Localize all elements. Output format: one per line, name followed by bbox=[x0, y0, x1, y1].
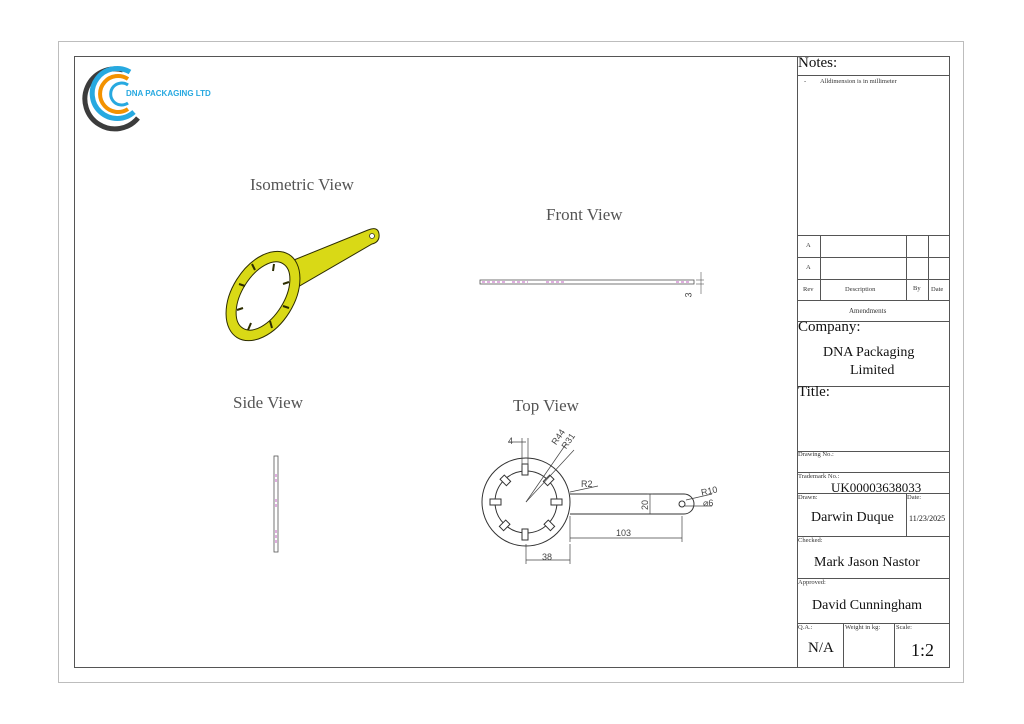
notes-bullet: - bbox=[804, 78, 807, 85]
title-label: Title: bbox=[798, 384, 830, 400]
divider bbox=[797, 321, 950, 322]
notes-item: Alldimension is in millimeter bbox=[820, 78, 897, 85]
trademark-label: Trademark No.: bbox=[798, 473, 840, 480]
dimension-handle-width: 20 bbox=[640, 499, 651, 511]
front-view bbox=[479, 272, 704, 294]
date-label: Date: bbox=[907, 494, 922, 501]
divider bbox=[797, 623, 950, 624]
checked-label: Checked: bbox=[798, 537, 823, 544]
drawn-by-value: Darwin Duque bbox=[811, 510, 894, 525]
checked-by-value: Mark Jason Nastor bbox=[814, 555, 920, 570]
rev-header: Rev bbox=[803, 286, 814, 293]
company-name-line2: Limited bbox=[850, 363, 895, 378]
amendments-label: Amendments bbox=[849, 307, 887, 315]
divider bbox=[820, 235, 821, 300]
drawing-border bbox=[74, 56, 950, 668]
dimension-center-offset: 38 bbox=[542, 552, 553, 562]
divider bbox=[797, 300, 950, 301]
qa-label: Q.A.: bbox=[798, 624, 813, 631]
divider bbox=[797, 451, 950, 452]
isometric-view bbox=[225, 228, 380, 342]
divider bbox=[797, 257, 950, 258]
approved-by-value: David Cunningham bbox=[812, 598, 923, 613]
front-view-title: Front View bbox=[546, 205, 623, 224]
trademark-value: UK00003638033 bbox=[831, 480, 922, 495]
date-header: Date bbox=[931, 286, 944, 293]
divider bbox=[906, 493, 907, 536]
scale-value: 1:2 bbox=[911, 640, 935, 660]
dimension-fillet-radius: R2 bbox=[581, 479, 593, 489]
scale-label: Scale: bbox=[896, 624, 912, 631]
divider bbox=[797, 279, 950, 280]
side-view-title: Side View bbox=[233, 393, 303, 412]
notes-heading: Notes: bbox=[798, 55, 838, 71]
divider bbox=[797, 386, 950, 387]
revision-row-2: A bbox=[806, 264, 811, 271]
divider bbox=[797, 235, 950, 236]
description-header: Description bbox=[845, 286, 876, 293]
drawn-label: Drawn: bbox=[798, 494, 818, 501]
weight-label: Weight in kg: bbox=[845, 624, 881, 631]
dimension-handle-length: 103 bbox=[616, 528, 632, 538]
dimension-slot-width: 4 bbox=[508, 436, 514, 446]
divider bbox=[797, 75, 950, 76]
divider bbox=[797, 472, 950, 473]
company-logo-text: DNA PACKAGING LTD bbox=[126, 89, 211, 98]
side-view bbox=[273, 455, 279, 553]
divider bbox=[894, 623, 895, 668]
by-header: By bbox=[913, 285, 921, 292]
company-name-line1: DNA Packaging bbox=[823, 345, 915, 360]
date-value: 11/23/2025 bbox=[909, 514, 946, 523]
divider bbox=[843, 623, 844, 668]
dimension-thickness: 3 bbox=[683, 292, 694, 298]
top-view-title: Top View bbox=[513, 396, 579, 415]
title-block bbox=[797, 56, 950, 668]
divider bbox=[797, 578, 950, 579]
drawing-sheet bbox=[58, 41, 964, 683]
drawing-number-label: Drawing No.: bbox=[798, 451, 834, 458]
qa-value: N/A bbox=[808, 640, 834, 656]
top-view bbox=[481, 438, 713, 564]
company-logo bbox=[82, 66, 140, 132]
company-label: Company: bbox=[798, 319, 861, 335]
divider bbox=[928, 235, 929, 300]
approved-label: Approved: bbox=[798, 579, 826, 586]
dimension-hole-diameter: ⌀6 bbox=[703, 498, 714, 508]
isometric-view-title: Isometric View bbox=[250, 175, 354, 194]
divider bbox=[797, 536, 950, 537]
divider bbox=[906, 235, 907, 300]
divider bbox=[797, 493, 950, 494]
revision-row-1: A bbox=[806, 242, 811, 249]
